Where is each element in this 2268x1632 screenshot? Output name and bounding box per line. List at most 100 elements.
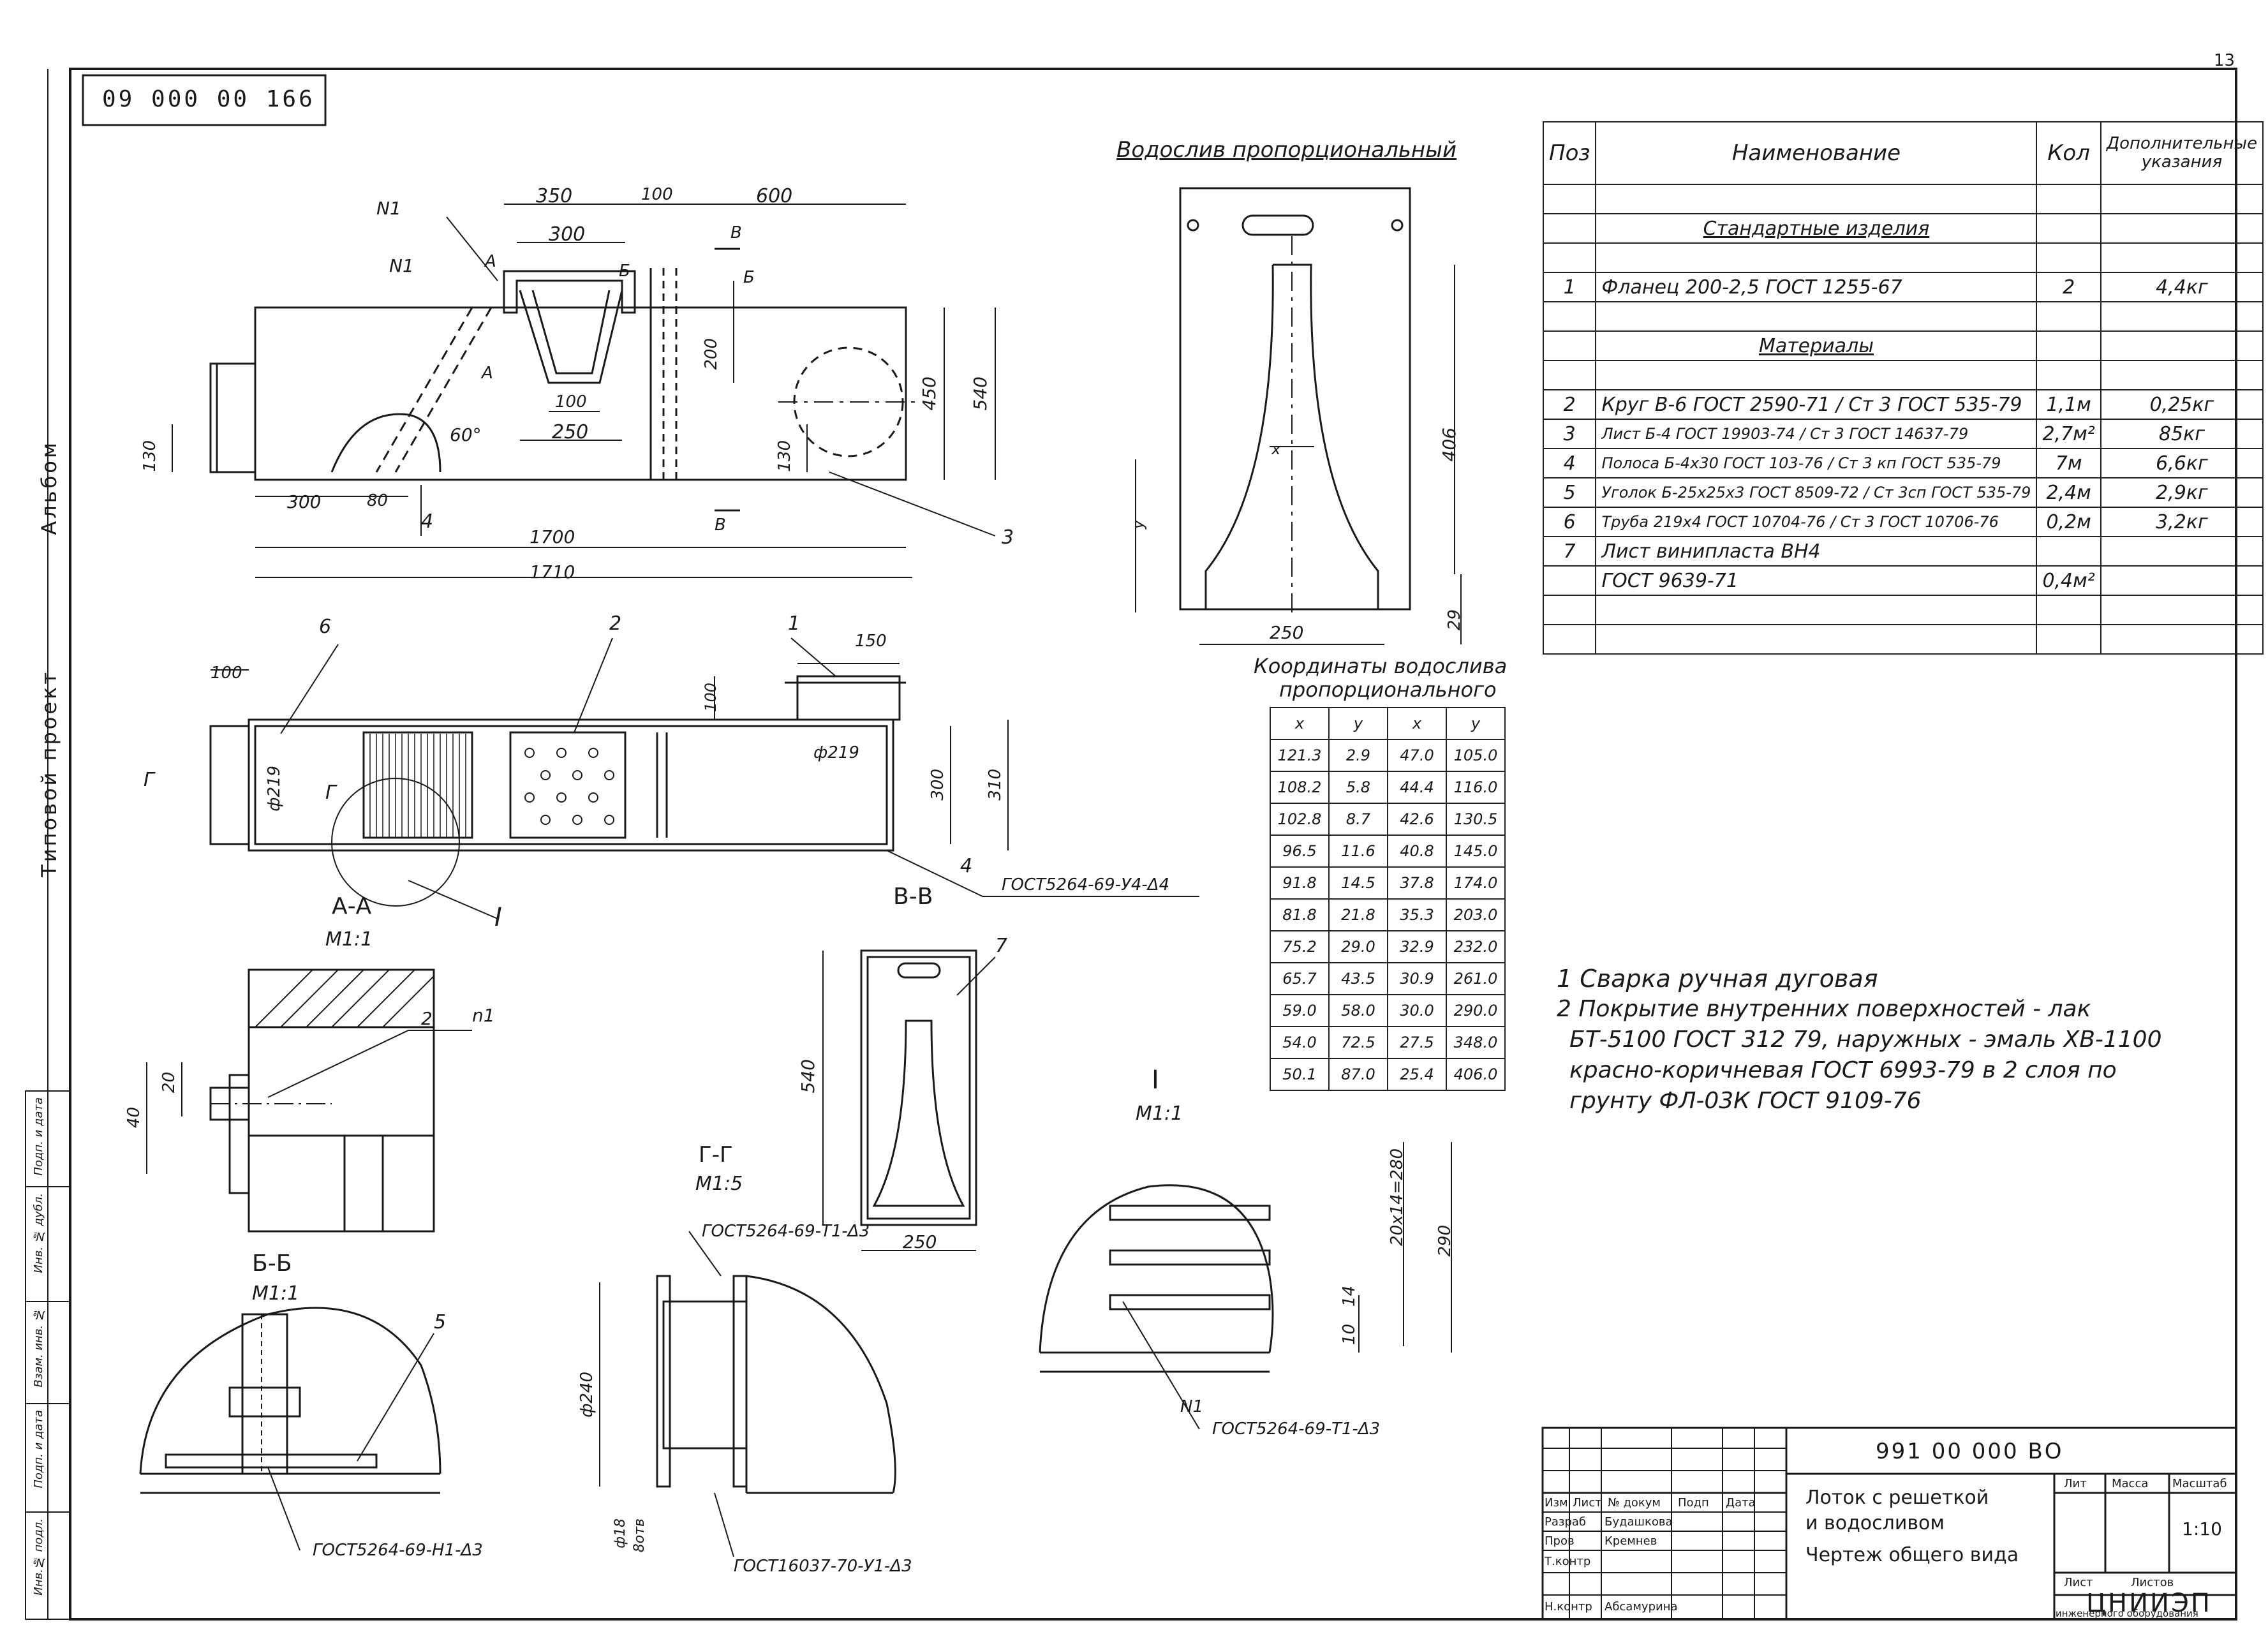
weir-dim-29: 29 — [1445, 609, 1464, 631]
spec-header-note: Дополнительные указания — [2100, 121, 2264, 185]
tb-col-izm: Изм — [1545, 1496, 1568, 1510]
spec-row — [1542, 242, 2264, 273]
tb-scale-label: Масштаб — [2172, 1477, 2227, 1490]
spec-cell-pos — [1542, 360, 1597, 390]
spec-cell-note: 2,9кг — [2100, 477, 2264, 508]
spec-cell-name — [1595, 624, 2038, 655]
coords-cell: 11.6 — [1328, 835, 1388, 868]
tb-row-prov: Пров — [1545, 1534, 1575, 1548]
section-bb-title: Б-Б — [252, 1250, 292, 1277]
spec-cell-qty — [2036, 301, 2101, 332]
spec-cell-name — [1595, 184, 2038, 214]
section-mark-g-left: Г — [144, 769, 154, 791]
spec-cell-qty — [2036, 184, 2101, 214]
spec-cell-pos: 2 — [1542, 389, 1597, 420]
detail-i-drawing — [1039, 1142, 1452, 1430]
section-aa-title: А-А — [332, 893, 372, 919]
pos-3-callout: 3 — [1002, 526, 1014, 549]
tb-org-name: ЦНИИЭП — [2086, 1589, 2212, 1618]
spec-cell-name: Круг В-6 ГОСТ 2590-71 / Ст 3 ГОСТ 535-79 — [1595, 389, 2038, 420]
coords-cell: 203.0 — [1446, 898, 1506, 931]
dim-100-top: 100 — [641, 185, 673, 204]
spec-cell-name: Лист винипласта ВН4 — [1595, 536, 2038, 567]
coords-header: x — [1270, 707, 1330, 740]
label-n1-detail: N1 — [1180, 1397, 1203, 1416]
coords-cell: 44.4 — [1387, 771, 1447, 804]
spec-cell-note: 6,6кг — [2100, 448, 2264, 478]
coords-cell: 27.5 — [1387, 1026, 1447, 1059]
section-mark-g-right: Г — [325, 782, 336, 804]
tb-row-razrab: Разраб — [1545, 1515, 1587, 1529]
coords-header: x — [1387, 707, 1447, 740]
title-block-code: 991 00 000 ВО — [1876, 1439, 2064, 1464]
spec-cell-name: Труба 219х4 ГОСТ 10704-76 / Ст 3 ГОСТ 10… — [1595, 507, 2038, 537]
side-stamp-label: Подп. и дата — [32, 1410, 45, 1488]
spec-cell-pos — [1542, 595, 1597, 625]
coords-cell: 102.8 — [1270, 803, 1330, 836]
spec-cell-name: Стандартные изделия — [1595, 213, 2038, 244]
dim-130-left: 130 — [140, 440, 159, 472]
spec-cell-note: 3,2кг — [2100, 507, 2264, 537]
coords-cell: 21.8 — [1328, 898, 1388, 931]
coords-cell: 59.0 — [1270, 994, 1330, 1027]
section-gg-title: Г-Г — [699, 1142, 733, 1168]
dim-290: 290 — [1435, 1225, 1455, 1257]
spec-header-pos: Поз — [1542, 121, 1597, 185]
title-block-grid — [1541, 1427, 2237, 1621]
dim-600: 600 — [756, 185, 793, 207]
coords-cell: 108.2 — [1270, 771, 1330, 804]
spec-cell-pos: 7 — [1542, 536, 1597, 567]
spec-header-qty: Кол — [2036, 121, 2101, 185]
spec-header-row: Поз Наименование Кол Дополнительные указ… — [1542, 121, 2264, 185]
dim-540: 540 — [970, 376, 991, 411]
section-mark-v-top: В — [730, 223, 742, 242]
spec-cell-pos — [1542, 184, 1597, 214]
top-code: 09 000 00 166 — [102, 86, 315, 112]
spec-cell-pos — [1542, 301, 1597, 332]
spec-cell-qty — [2036, 624, 2101, 655]
label-n1-mid: N1 — [389, 255, 414, 276]
spec-cell-name: Фланец 200-2,5 ГОСТ 1255-67 — [1595, 272, 2038, 302]
detail-i-title: I — [1152, 1065, 1159, 1095]
coords-cell: 37.8 — [1387, 866, 1447, 900]
coords-cell: 96.5 — [1270, 835, 1330, 868]
spec-cell-qty — [2036, 242, 2101, 273]
dim-130-right: 130 — [775, 440, 794, 472]
pos-2-callout: 2 — [609, 612, 622, 635]
dim-300: 300 — [928, 769, 947, 801]
spec-cell-pos — [1542, 565, 1597, 596]
coords-cell: 5.8 — [1328, 771, 1388, 804]
coords-header-row: x y x y — [1270, 707, 1506, 740]
pos-4-callout: 4 — [421, 510, 434, 533]
spec-cell-qty: 7м — [2036, 448, 2101, 478]
dim-100-bottom: 100 — [555, 392, 587, 412]
spec-cell-qty — [2036, 330, 2101, 361]
weir-dim-406: 406 — [1439, 427, 1460, 462]
coords-header: y — [1328, 707, 1388, 740]
spec-cell-note — [2100, 330, 2264, 361]
spec-cell-note — [2100, 595, 2264, 625]
spec-cell-name: Полоса Б-4х30 ГОСТ 103-76 / Ст 3 кп ГОСТ… — [1595, 448, 2038, 478]
spec-cell-qty — [2036, 360, 2101, 390]
spec-cell-pos: 4 — [1542, 448, 1597, 478]
tb-col-sign: Подп — [1678, 1496, 1709, 1510]
coords-cell: 91.8 — [1270, 866, 1330, 900]
spec-table: Поз Наименование Кол Дополнительные указ… — [1542, 121, 2264, 655]
spec-cell-qty: 0,4м² — [2036, 565, 2101, 596]
coords-cell: 261.0 — [1446, 962, 1506, 995]
section-mark-a-top: А — [485, 252, 496, 271]
title-line-1: Лоток с решеткой — [1805, 1487, 1989, 1509]
dim-10: 10 — [1340, 1324, 1359, 1346]
spec-cell-qty: 2 — [2036, 272, 2101, 302]
spec-cell-note — [2100, 301, 2264, 332]
tb-org-sub: инженерного оборудования — [2056, 1608, 2198, 1619]
coords-cell: 116.0 — [1446, 771, 1506, 804]
